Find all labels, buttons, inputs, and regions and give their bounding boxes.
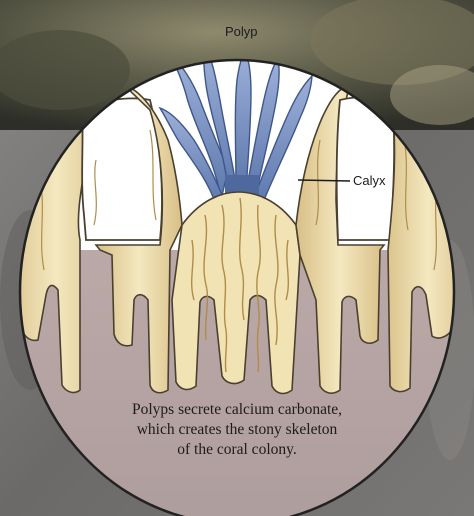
polyp-label: Polyp [225,24,258,39]
caption-line: of the coral colony. [60,440,414,460]
skeleton-center-mound [172,192,300,393]
caption: Polyps secrete calcium carbonate, which … [60,400,414,460]
caption-line: Polyps secrete calcium carbonate, [60,400,414,420]
left-calyx-chamber [82,98,162,240]
calyx-leader-line [298,180,350,181]
caption-line: which creates the stony skeleton [60,420,414,440]
calyx-label: Calyx [353,173,386,188]
